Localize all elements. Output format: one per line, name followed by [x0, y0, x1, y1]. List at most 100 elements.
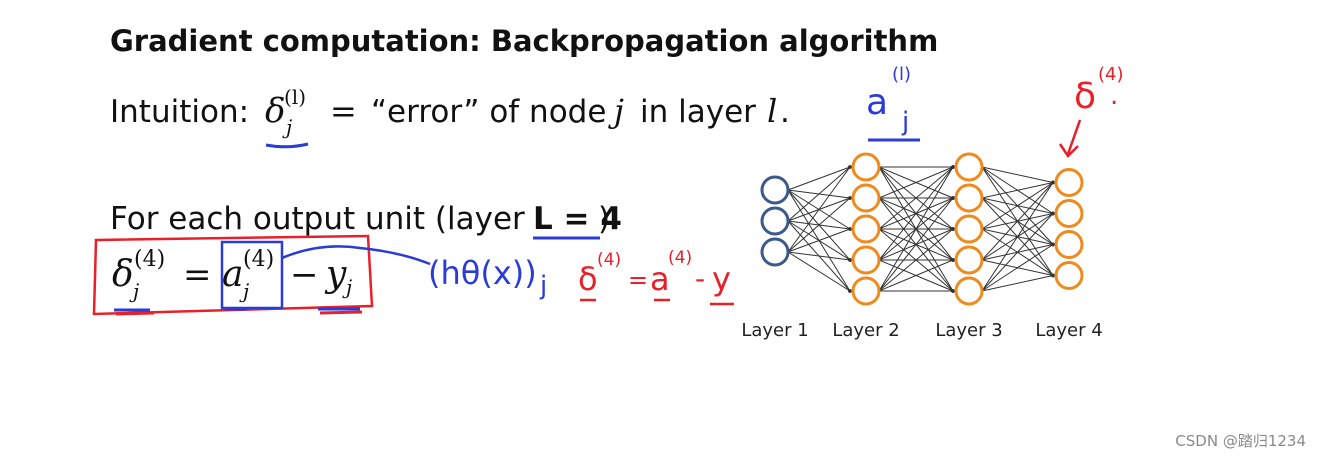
edge-l2-n4-to-l3-n1: [878, 166, 954, 261]
equation-a-sub: j: [239, 279, 249, 303]
edge-l2-n5-to-l3-n2: [878, 197, 954, 292]
edge-l1-n3-to-l2-n4: [787, 251, 851, 261]
vec-eq: =: [628, 266, 648, 294]
edge-arrowhead: [951, 196, 955, 200]
edge-l3-n3-to-l4-n1: [981, 182, 1054, 230]
edge-l1-n3-to-l2-n1: [787, 166, 851, 253]
node-layer4-4: [1054, 261, 1084, 290]
edge-l2-n5-to-l3-n4: [878, 259, 954, 292]
edge-l3-n5-to-l4-n3: [981, 244, 1054, 292]
output-unit-l-eq: L = 4: [533, 201, 622, 237]
edge-arrowhead: [1051, 242, 1055, 247]
intuition-text-in: in layer: [640, 94, 756, 130]
equation-equals: =: [183, 255, 212, 295]
intuition-node-var: j: [608, 92, 624, 130]
slide-title: Gradient computation: Backpropagation al…: [110, 24, 938, 58]
h-theta-annotation: (hθ(x)) j: [428, 254, 547, 301]
vec-a-sup: (4): [668, 248, 692, 268]
intuition-period: .: [780, 94, 790, 130]
eq-y-underline-red: [319, 310, 363, 315]
intuition-delta-sub: j: [282, 115, 292, 139]
network-nodes: [760, 152, 1084, 306]
edge-l3-n2-to-l4-n1: [981, 182, 1054, 199]
edge-l3-n1-to-l4-n1: [981, 166, 1054, 183]
node-layer2-5: [851, 276, 881, 306]
vec-minus: -: [695, 262, 705, 295]
edge-l3-n5-to-l4-n2: [981, 213, 1054, 292]
edge-arrowhead: [848, 196, 852, 200]
node-layer2-1: [851, 152, 881, 182]
intuition-delta-sup: (l): [284, 85, 306, 109]
network-edges: [787, 165, 1055, 293]
a-j-l-base: a: [866, 82, 888, 123]
vec-a: a: [650, 260, 670, 298]
edge-l2-n2-to-l3-n1: [878, 166, 954, 199]
intuition-delta: δ: [265, 91, 285, 131]
edge-l3-n5-to-l4-n1: [981, 182, 1054, 292]
a-j-l-annotation: a j (l): [866, 64, 911, 137]
node-layer2-3: [851, 214, 881, 244]
delta-4-annotation: δ (4) .: [1074, 64, 1124, 117]
node-layer3-3: [954, 214, 984, 244]
equation-delta-sub: j: [129, 279, 139, 303]
delta-4-base: δ: [1074, 76, 1096, 117]
intuition-layer-var: l: [767, 92, 777, 130]
vec-y: y: [712, 260, 731, 298]
intuition-prefix: Intuition:: [110, 94, 249, 130]
node-layer4-2: [1054, 199, 1084, 228]
edge-arrowhead: [848, 289, 852, 293]
a-j-l-sup: (l): [892, 64, 911, 85]
equation-a-sup: (4): [243, 247, 274, 272]
output-unit-prefix: For each output unit (layer: [110, 201, 525, 237]
edge-arrowhead: [848, 227, 852, 231]
equation-delta-sup: (4): [134, 247, 165, 272]
equation-y-sub: j: [342, 275, 352, 299]
h-theta-sub: j: [539, 271, 547, 301]
edge-l1-n2-to-l2-n1: [787, 166, 851, 222]
intuition-line: Intuition: δ j (l) = “error” of node j i…: [110, 85, 790, 139]
node-layer3-1: [954, 152, 984, 182]
edge-l3-n5-to-l4-n4: [981, 275, 1054, 292]
output-unit-suffix: ): [598, 201, 610, 237]
delta-arrow-shaft: [1066, 119, 1082, 155]
watermark: CSDN @踏归1234: [1175, 432, 1306, 450]
node-layer3-5: [954, 276, 984, 306]
output-unit-line: For each output unit (layer L = 4 ): [110, 201, 622, 237]
edge-arrowhead: [951, 258, 955, 262]
delta-4-dot: .: [1110, 81, 1118, 111]
equation-delta: δ: [112, 254, 134, 295]
intuition-delta-underline: [265, 142, 309, 149]
edge-l1-n3-to-l2-n2: [787, 197, 851, 253]
connector-curve: [281, 245, 431, 266]
a-j-l-sub: j: [901, 107, 909, 137]
intuition-text-mid: “error” of node: [371, 94, 606, 130]
delta-4-sup: (4): [1098, 64, 1124, 85]
edge-arrowhead: [951, 165, 955, 169]
node-layer1-3: [760, 237, 790, 267]
edge-arrowhead: [951, 227, 955, 231]
node-layer3-4: [954, 245, 984, 275]
edge-l2-n5-to-l3-n1: [878, 166, 954, 292]
vec-delta-sup: (4): [597, 250, 621, 270]
node-layer1-2: [760, 206, 790, 236]
node-layer4-1: [1054, 168, 1084, 197]
edge-arrowhead: [951, 289, 955, 293]
intuition-equals: =: [330, 92, 357, 130]
layer-label-2: Layer 2: [832, 320, 899, 341]
delta-arrow-head: [1058, 143, 1079, 158]
node-layer2-4: [851, 245, 881, 275]
edge-l1-n1-to-l2-n1: [787, 166, 851, 191]
h-theta-text: (hθ(x)): [428, 254, 537, 292]
a-term-blue-box: [220, 240, 284, 310]
eq-delta-underline-red: [115, 311, 155, 316]
node-layer4-3: [1054, 230, 1084, 259]
node-layer1-1: [760, 175, 790, 205]
node-layer3-2: [954, 183, 984, 213]
edge-l1-n3-to-l2-n5: [787, 251, 851, 292]
layer-label-3: Layer 3: [935, 320, 1002, 341]
edge-l2-n3-to-l3-n1: [878, 166, 954, 230]
output-delta-equation: δ j (4) = a j (4) − y j: [112, 247, 352, 303]
edge-l1-n3-to-l2-n3: [787, 228, 851, 253]
node-layer2-2: [851, 183, 881, 213]
